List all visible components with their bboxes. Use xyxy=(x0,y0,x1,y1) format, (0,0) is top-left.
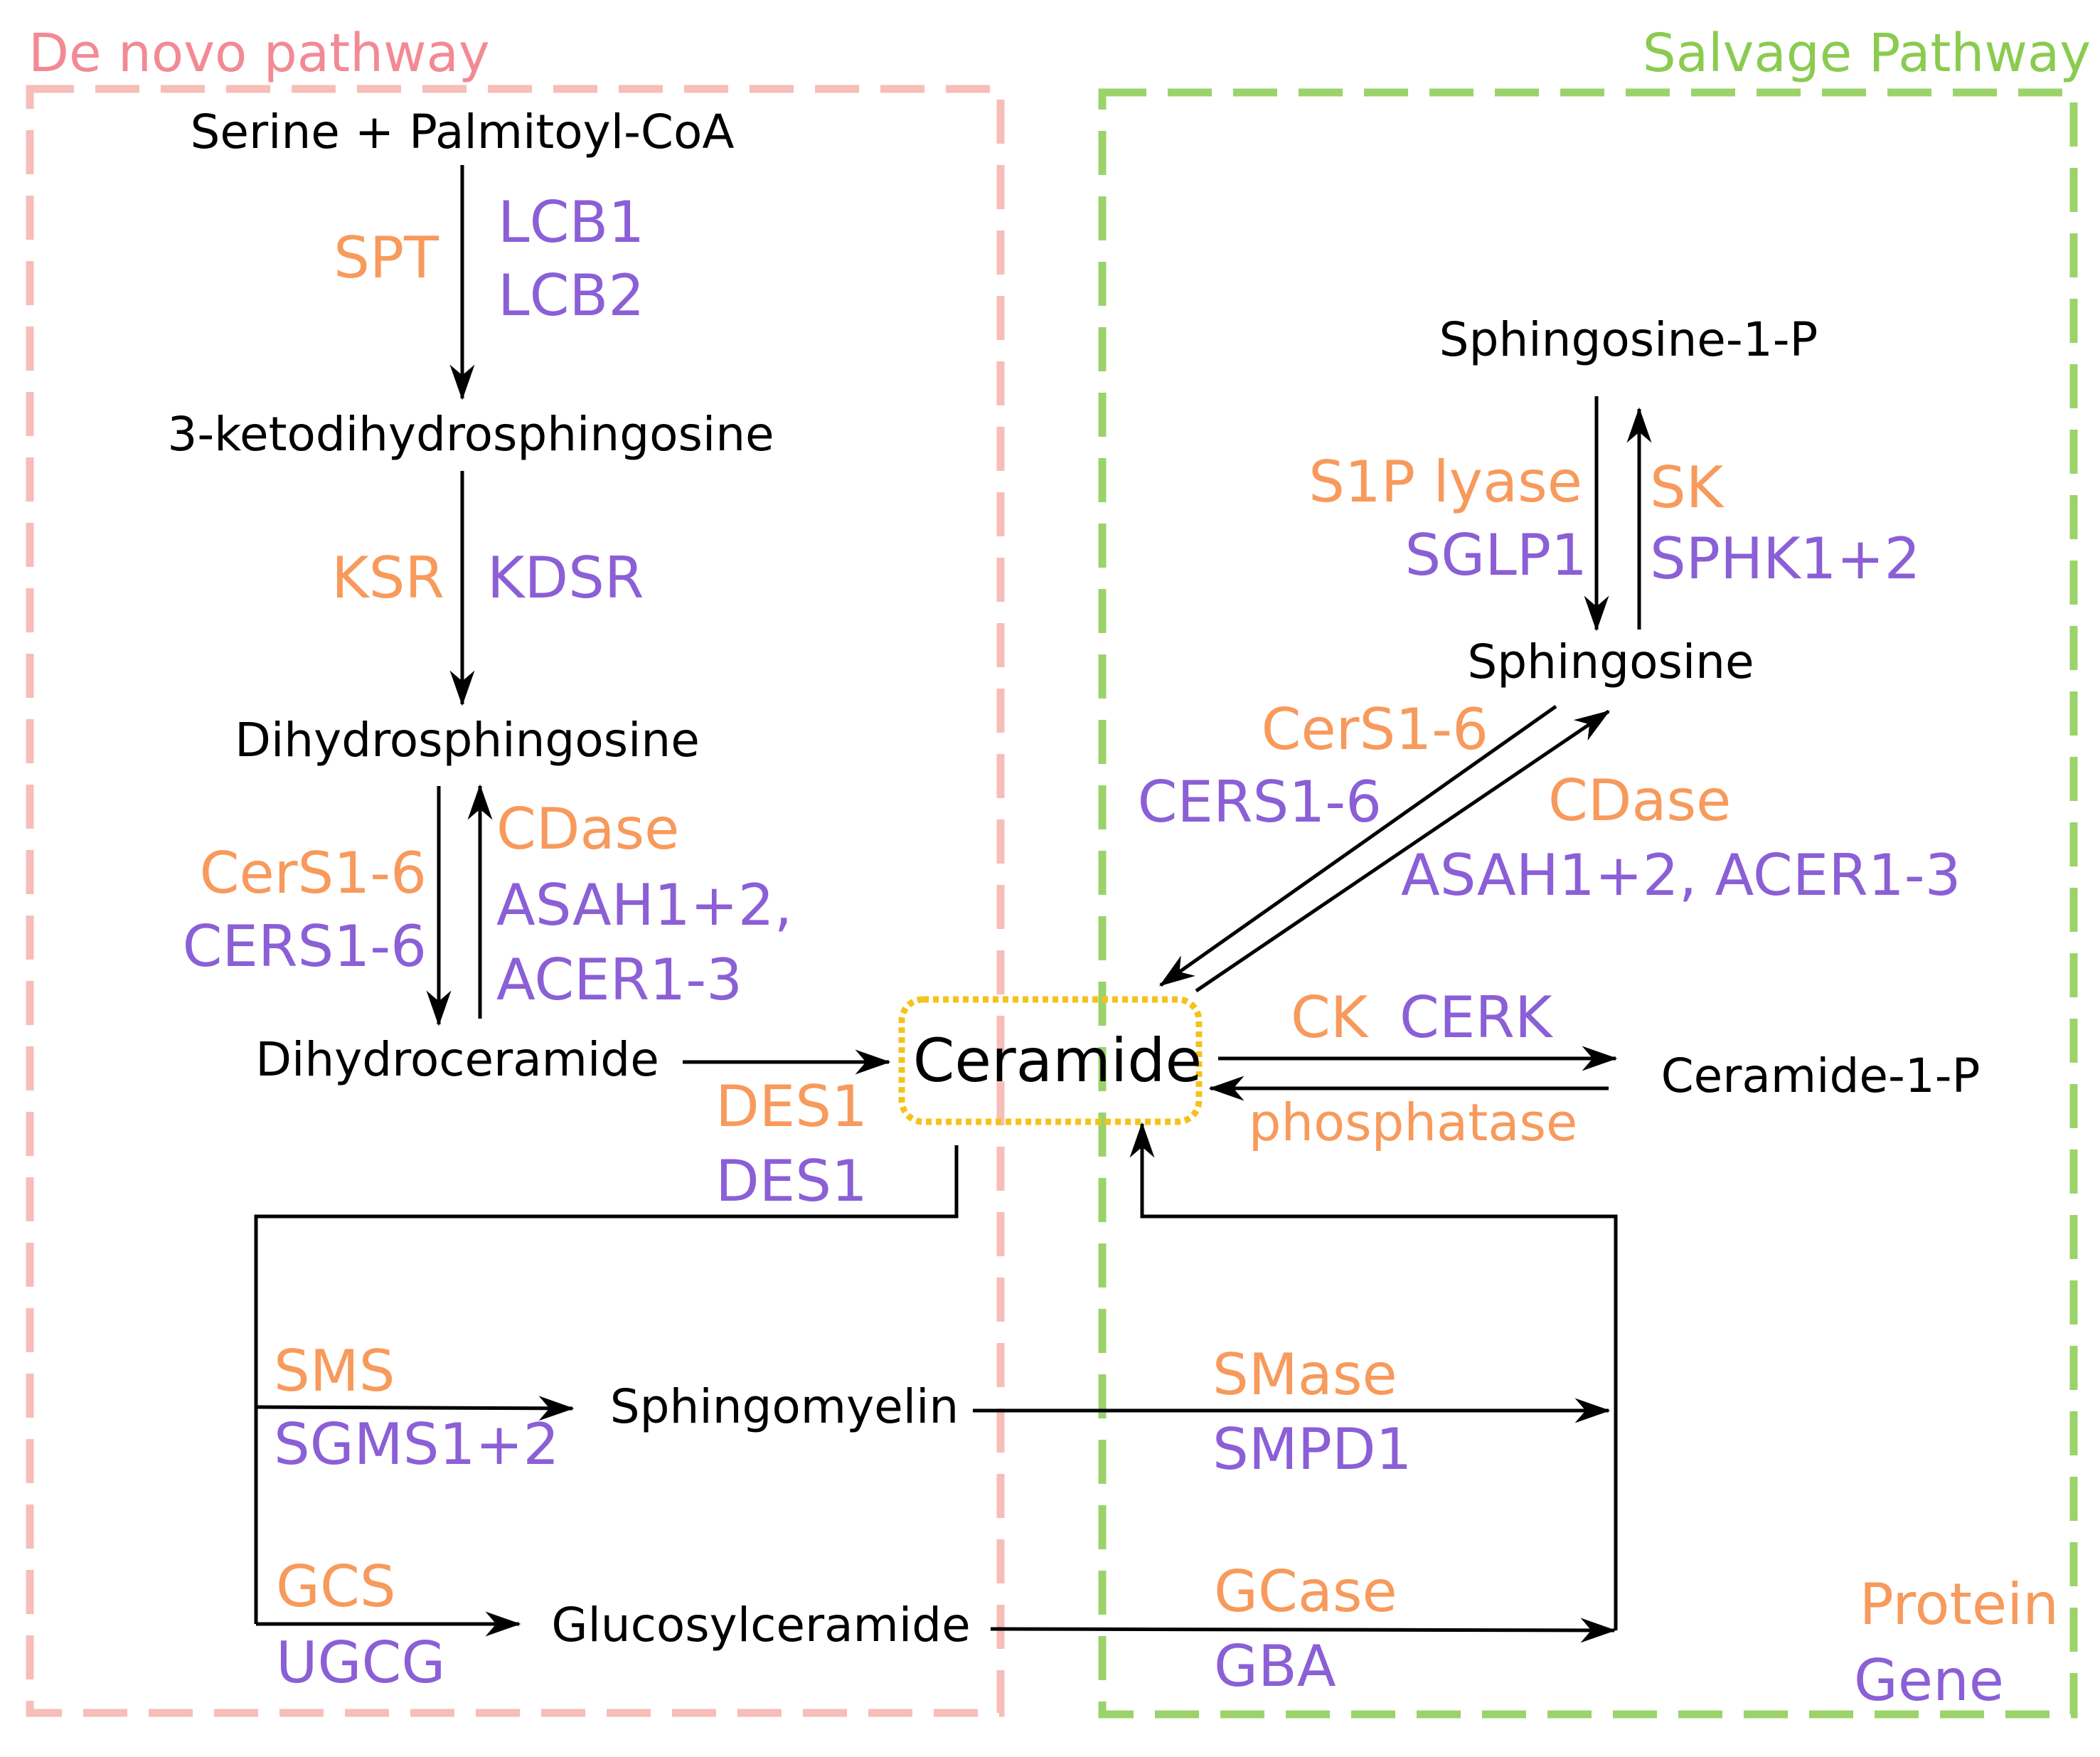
metabolite-sphingosine-1-p: Sphingosine-1-P xyxy=(1439,312,1818,367)
protein-spt: SPT xyxy=(334,225,439,291)
metabolite-ceramide-1-p: Ceramide-1-P xyxy=(1661,1049,1981,1103)
salvage-pathway-box xyxy=(1098,88,2078,1719)
gene-lcb1: LCB1 xyxy=(498,189,644,255)
protein-sk: SK xyxy=(1650,455,1725,521)
gene-cerk: CERK xyxy=(1400,984,1554,1051)
protein-gcase: GCase xyxy=(1214,1559,1397,1625)
protein-gcs: GCS xyxy=(276,1554,396,1620)
gene-cers-left: CERS1-6 xyxy=(183,913,427,980)
gene-asah-left: ASAH1+2, xyxy=(496,872,792,938)
gene-asah-acer-right: ASAH1+2, ACER1-3 xyxy=(1401,842,1961,908)
ceramide-highlight-box xyxy=(898,996,1203,1125)
metabolite-dihydroceramide: Dihydroceramide xyxy=(255,1032,659,1087)
gene-kdsr: KDSR xyxy=(487,545,644,611)
protein-cdase-left: CDase xyxy=(496,796,679,862)
gene-cers-right: CERS1-6 xyxy=(1138,769,1382,835)
denovo-pathway-box xyxy=(26,85,1005,1717)
metabolite-3-ketodihydrosphingosine: 3-ketodihydrosphingosine xyxy=(167,407,774,462)
protein-smase: SMase xyxy=(1212,1342,1397,1408)
protein-des1: DES1 xyxy=(715,1073,868,1140)
metabolite-serine-palmitoyl-coa: Serine + Palmitoyl-CoA xyxy=(191,105,735,159)
protein-cers-left: CerS1-6 xyxy=(200,840,427,906)
protein-s1p-lyase: S1P lyase xyxy=(1308,449,1582,515)
legend-protein: Protein xyxy=(1860,1571,2059,1637)
arrow-recycle-to-ceramide xyxy=(1129,1122,1618,1630)
arrow-cdase-right xyxy=(1195,709,1611,993)
gene-des1: DES1 xyxy=(715,1148,868,1214)
metabolite-sphingomyelin: Sphingomyelin xyxy=(610,1379,959,1434)
salvage-pathway-title: Salvage Pathway xyxy=(1643,23,2091,84)
protein-phosphatase: phosphatase xyxy=(1249,1093,1578,1152)
gene-acer-left: ACER1-3 xyxy=(496,947,742,1013)
protein-ck: CK xyxy=(1291,984,1370,1051)
protein-sms: SMS xyxy=(274,1338,395,1404)
arrow-sms xyxy=(255,1396,575,1421)
line-ceramide-branch xyxy=(254,1145,959,1624)
gene-ugcg: UGCG xyxy=(276,1630,445,1696)
denovo-pathway-title: De novo pathway xyxy=(28,23,490,84)
metabolite-ceramide: Ceramide xyxy=(913,1026,1203,1095)
gene-gba: GBA xyxy=(1214,1633,1336,1699)
gene-sphk: SPHK1+2 xyxy=(1650,526,1920,592)
arrow-cers-right xyxy=(1158,704,1557,987)
gene-lcb2: LCB2 xyxy=(498,262,644,329)
gene-smpd1: SMPD1 xyxy=(1212,1416,1412,1482)
metabolite-glucosylceramide: Glucosylceramide xyxy=(551,1598,970,1652)
protein-cdase-right: CDase xyxy=(1548,768,1731,834)
gene-sgms: SGMS1+2 xyxy=(274,1411,559,1477)
arrow-gcase xyxy=(990,1618,1616,1643)
metabolite-sphingosine: Sphingosine xyxy=(1467,635,1754,689)
legend-gene: Gene xyxy=(1854,1647,2004,1714)
protein-cers-right: CerS1-6 xyxy=(1262,696,1488,763)
gene-sglp1: SGLP1 xyxy=(1405,522,1587,588)
protein-ksr: KSR xyxy=(331,545,444,611)
metabolite-dihydrosphingosine: Dihydrosphingosine xyxy=(235,713,700,768)
